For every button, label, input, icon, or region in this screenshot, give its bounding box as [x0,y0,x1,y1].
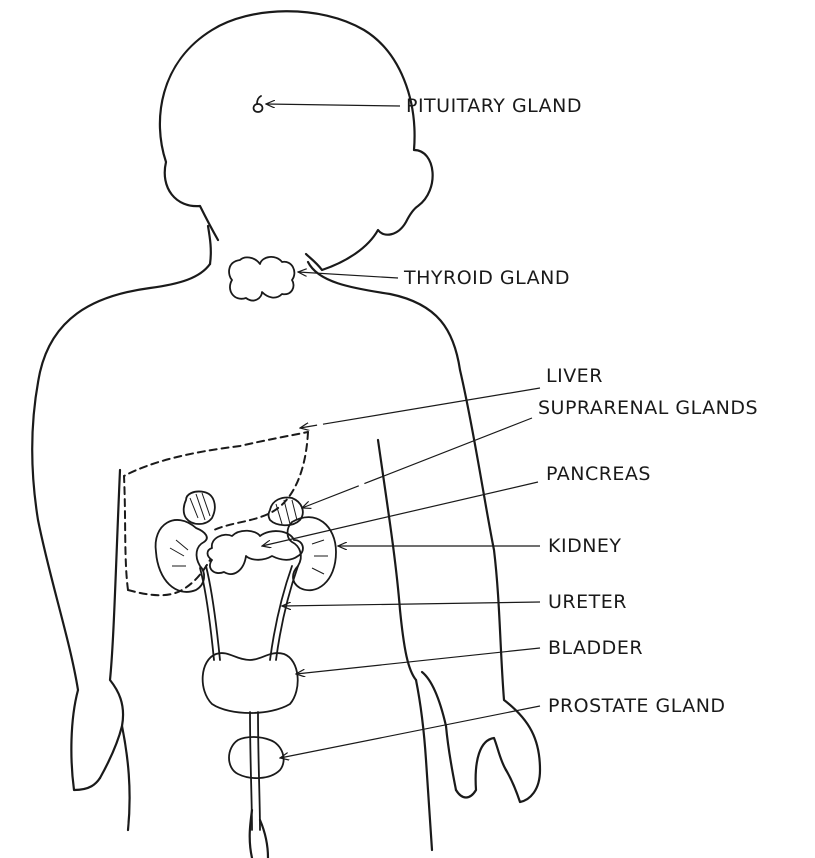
ureters [200,566,298,660]
leader-bladder [296,648,540,674]
label-thyroid: THYROID GLAND [403,267,570,289]
thyroid-organ [229,257,294,301]
leader-thyroid [298,272,398,278]
liver-outline [124,432,308,595]
leader-lines [262,104,540,758]
label-pituitary: PITUITARY GLAND [406,95,582,117]
label-pancreas: PANCREAS [546,463,651,485]
kidneys [156,517,336,592]
label-liver: LIVER [546,365,603,387]
leader-liver [300,388,540,428]
suprarenal-glands [184,491,303,525]
leader-suprarenal [302,418,532,508]
pituitary-organ [254,96,263,112]
label-prostate: PROSTATE GLAND [548,695,726,717]
label-ureter: URETER [548,591,627,613]
bladder-organ [203,653,298,713]
leader-ureter [282,602,540,606]
labels: PITUITARY GLAND THYROID GLAND LIVER SUPR… [403,95,758,717]
label-suprarenal: SUPRARENAL GLANDS [538,397,758,419]
label-kidney: KIDNEY [548,535,622,557]
prostate-organ [229,712,284,830]
label-bladder: BLADDER [548,637,643,659]
leader-pituitary [266,104,400,106]
leader-prostate [280,706,540,758]
body-outline [32,11,540,858]
